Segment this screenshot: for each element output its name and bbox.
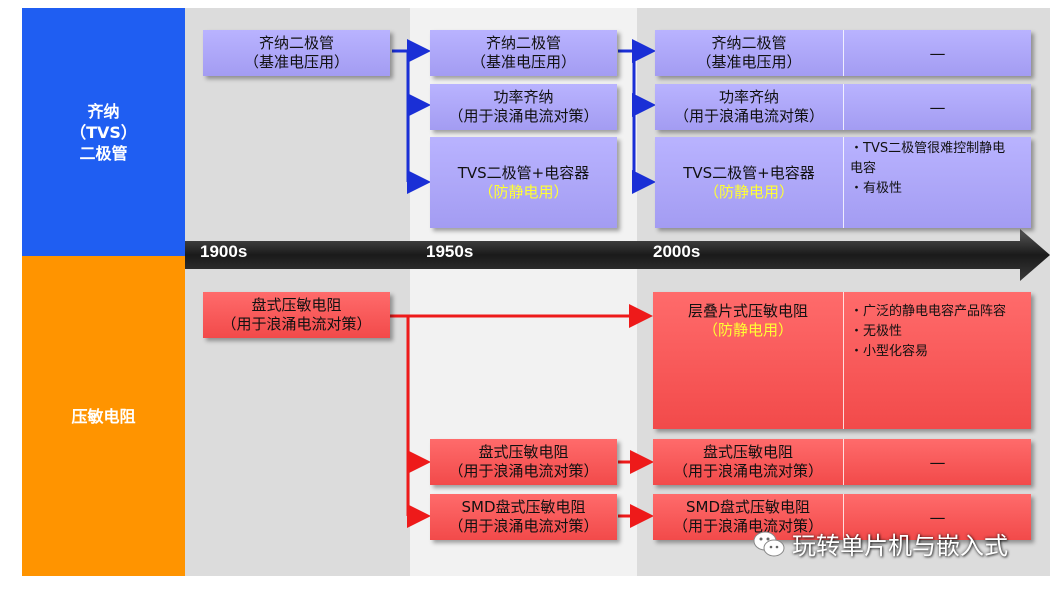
zener-1900s-box: 齐纳二极管 （基准电压用） (203, 30, 390, 76)
varistor-2000s-box-2: 盘式压敏电阻 （用于浪涌电流对策） (653, 439, 1031, 485)
box-line2: （防静电用） (703, 182, 794, 201)
note-line: ・广泛的静电电容产品阵容 (850, 304, 1007, 319)
note-line: ・TVS二极管很难控制静电 (850, 141, 1006, 156)
varistor-1900s-box: 盘式压敏电阻 （用于浪涌电流对策） (203, 292, 390, 338)
varistor-2000s-box-3: SMD盘式压敏电阻 （用于浪涌电流对策） (653, 494, 1031, 540)
box-line2: （基准电压用） (696, 53, 802, 71)
zener-2000s-note-1: — (929, 43, 946, 63)
varistor-category-label: 压敏电阻 (22, 256, 185, 576)
zener-label-line1: 齐纳 (87, 101, 120, 121)
varistor-1950s-box-1: 盘式压敏电阻 （用于浪涌电流对策） (430, 439, 617, 485)
zener-2000s-note-2: — (929, 97, 946, 117)
zener-1950s-box-3: TVS二极管+电容器 （防静电用） (430, 137, 617, 228)
box-line2: （用于浪涌电流对策） (673, 107, 824, 125)
separator (843, 84, 844, 130)
varistor-2000s-box-1: 层叠片式压敏电阻 （防静电用） (653, 292, 1031, 429)
box-line1: SMD盘式压敏电阻 (461, 498, 586, 516)
note-line: ・小型化容易 (850, 344, 929, 359)
box-line1: 齐纳二极管 (485, 34, 561, 52)
varistor-2000s-note-1: ・广泛的静电电容产品阵容 ・无极性 ・小型化容易 (844, 300, 1031, 362)
zener-label-line2: （TVS） (70, 122, 137, 142)
box-line1: 盘式压敏电阻 (478, 443, 569, 461)
zener-category-label: 齐纳 （TVS） 二极管 (22, 8, 185, 256)
box-line1: TVS二极管+电容器 (683, 163, 815, 182)
box-line1: 盘式压敏电阻 (251, 296, 342, 314)
varistor-label: 压敏电阻 (71, 406, 136, 426)
box-line2: （防静电用） (702, 321, 793, 339)
box-line2: （用于浪涌电流对策） (448, 517, 599, 535)
separator (843, 30, 844, 76)
box-line1: 齐纳二极管 (258, 34, 334, 52)
box-line2: （用于浪涌电流对策） (221, 315, 372, 333)
varistor-1950s-box-2: SMD盘式压敏电阻 （用于浪涌电流对策） (430, 494, 617, 540)
separator (843, 292, 844, 429)
box-line2: （用于浪涌电流对策） (448, 462, 599, 480)
note-line: 电容 (850, 161, 877, 176)
box-line1: 层叠片式压敏电阻 (687, 302, 808, 320)
box-line1: TVS二极管+电容器 (457, 163, 590, 182)
varistor-2000s-note-2: — (929, 452, 946, 472)
box-line2: （防静电用） (478, 182, 569, 201)
box-line2: （基准电压用） (243, 53, 349, 71)
box-line1: SMD盘式压敏电阻 (685, 498, 810, 516)
box-line1: 功率齐纳 (493, 88, 554, 106)
box-line1: 功率齐纳 (718, 88, 779, 106)
box-line1: 齐纳二极管 (711, 34, 787, 52)
zener-label-line3: 二极管 (79, 143, 128, 163)
blue-connectors (392, 39, 656, 194)
zener-2000s-note-3: ・TVS二极管很难控制静电 电容 ・有极性 (844, 137, 1031, 228)
watermark-text: 玩转单片机与嵌入式 (792, 532, 1008, 560)
timeline-arrow (185, 229, 1050, 281)
zener-1950s-box-2: 功率齐纳 （用于浪涌电流对策） (430, 84, 617, 130)
box-line2: （基准电压用） (470, 53, 576, 71)
note-line: ・有极性 (850, 181, 903, 196)
box-line2: （用于浪涌电流对策） (672, 462, 823, 480)
varistor-2000s-note-3: — (929, 507, 946, 527)
box-line2: （用于浪涌电流对策） (448, 107, 599, 125)
wechat-icon (753, 531, 785, 556)
separator (843, 439, 844, 485)
timeline-label-1900s: 1900s (200, 242, 248, 261)
box-line1: 盘式压敏电阻 (702, 443, 793, 461)
note-line: ・无极性 (850, 324, 903, 339)
timeline-label-2000s: 2000s (653, 242, 701, 261)
red-connectors (390, 304, 654, 528)
separator (843, 137, 844, 228)
zener-1950s-box-1: 齐纳二极管 （基准电压用） (430, 30, 617, 76)
timeline-label-1950s: 1950s (426, 242, 474, 261)
separator (843, 494, 844, 540)
watermark: 玩转单片机与嵌入式 (752, 526, 1008, 561)
box-line2: （用于浪涌电流对策） (672, 517, 823, 535)
